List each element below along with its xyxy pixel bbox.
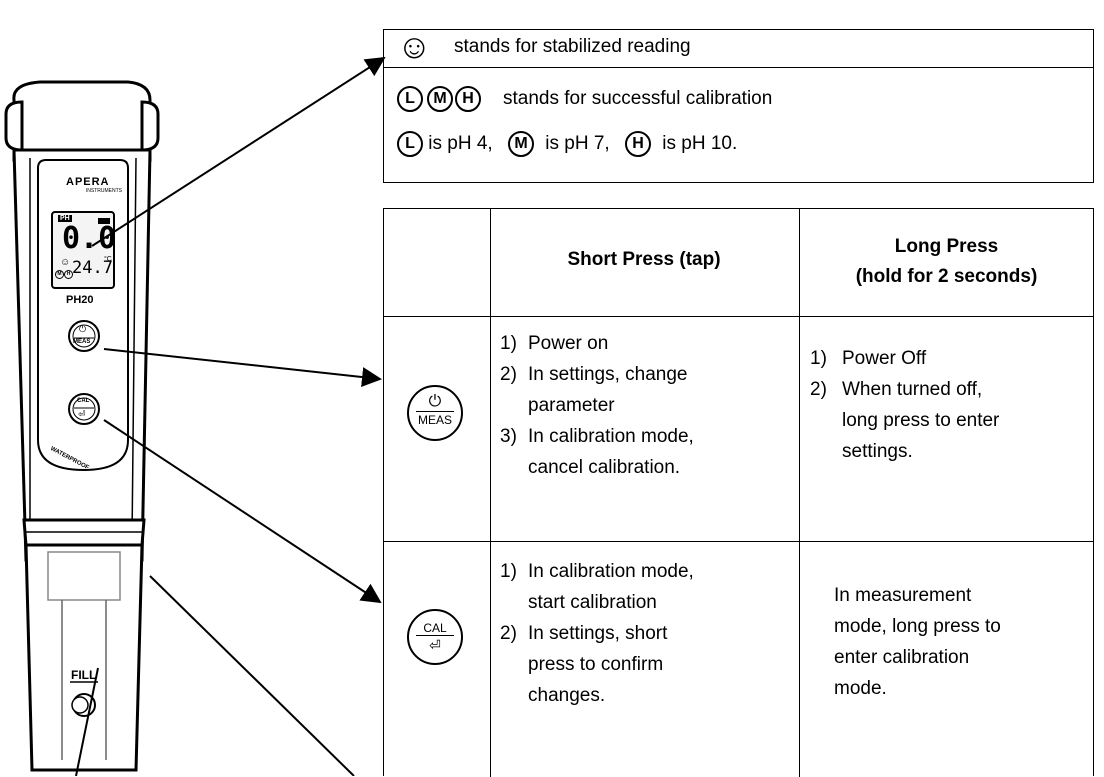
list-item: 3)In calibration mode,cancel calibration… (500, 426, 694, 478)
list-item: 1)Power on (500, 333, 609, 354)
probe-cap (24, 543, 144, 772)
screen-mode-label: PH (58, 215, 72, 222)
row2-long-text: In measurement mode, long press to enter… (834, 585, 1001, 699)
brand-logo: APERA INSTRUMENTS (56, 176, 122, 194)
meter-model: PH20 (66, 294, 94, 306)
meter-meas-label: MEAS (73, 339, 91, 345)
screen-temperature-unit: °C (104, 256, 112, 263)
screen-smiley-icon: ☺ (60, 257, 71, 268)
meas-key-divider (416, 411, 454, 412)
cal-key-icon: CAL ⏎ (407, 609, 463, 665)
leader-fill (75, 667, 99, 776)
leader-screen-to-legend (91, 56, 386, 247)
meter-screen (51, 211, 115, 289)
brand-name: APERA (66, 176, 110, 188)
leader-probe (149, 575, 355, 776)
table-row-divider-1 (384, 316, 1093, 317)
list-item: 1)Power Off (810, 348, 927, 369)
row2-short-list: 1)In calibration mode,start calibration … (500, 556, 790, 711)
legend-cal-text: stands for successful calibration (503, 88, 773, 109)
meas-key-label: MEAS (417, 413, 452, 427)
fill-label: FILL (71, 668, 97, 682)
screen-main-reading: 0.0 (62, 221, 117, 256)
meter-cal-label: CAL (77, 398, 90, 404)
list-item: 1)In calibration mode,start calibration (500, 561, 694, 613)
legend-smiley-icon: ☺ (397, 28, 432, 66)
cal-key-divider (416, 635, 454, 636)
table-col-divider-2 (799, 209, 800, 777)
cal-l-icon: L (397, 86, 423, 112)
legend-detail-row: L is pH 4, M is pH 7, H is pH 10. (397, 131, 737, 157)
header-long-press-line2: (hold for 2 seconds) (855, 266, 1038, 287)
screen-temperature-reading: 24.7 (72, 258, 113, 278)
meter-enter-icon: ⏎ (78, 409, 86, 419)
cal-h-icon: H (455, 86, 481, 112)
legend-smiley-text: stands for stabilized reading (454, 36, 691, 57)
enter-icon: ⏎ (429, 637, 441, 653)
meter-buttons (68, 320, 100, 425)
table-col-divider-1 (490, 209, 491, 777)
brand-subtitle: INSTRUMENTS (85, 188, 122, 194)
legend-box (383, 29, 1094, 183)
detail-l-icon: L (397, 131, 423, 157)
meter-power-icon: ⏻ (79, 324, 87, 334)
header-long-press-line1: Long Press (894, 236, 999, 257)
detail-h-text: is pH 10. (662, 133, 738, 155)
table-row-divider-2 (384, 541, 1093, 542)
legend-divider (384, 67, 1093, 68)
row1-long-list: 1)Power Off 2)When turned off,long press… (810, 343, 1090, 467)
leader-cal-to-table (103, 419, 382, 604)
leader-meas-to-table (103, 348, 382, 387)
detail-m-icon: M (507, 131, 534, 157)
detail-m-text: is pH 7, (545, 133, 610, 155)
meas-key-icon: ⏻ MEAS (407, 385, 463, 441)
detail-l-text: is pH 4, (428, 133, 493, 155)
power-icon: ⏻ (428, 393, 442, 410)
button-table (383, 208, 1094, 777)
cal-h-small-icon: H (64, 270, 73, 279)
cal-key-label: CAL (423, 621, 447, 635)
detail-h-icon: H (624, 131, 651, 157)
cal-m-small-icon: M (55, 270, 64, 279)
ph-meter-illustration (4, 80, 160, 772)
meter-cap (4, 80, 160, 162)
header-short-press: Short Press (tap) (567, 249, 721, 270)
cal-m-icon: M (427, 86, 453, 112)
